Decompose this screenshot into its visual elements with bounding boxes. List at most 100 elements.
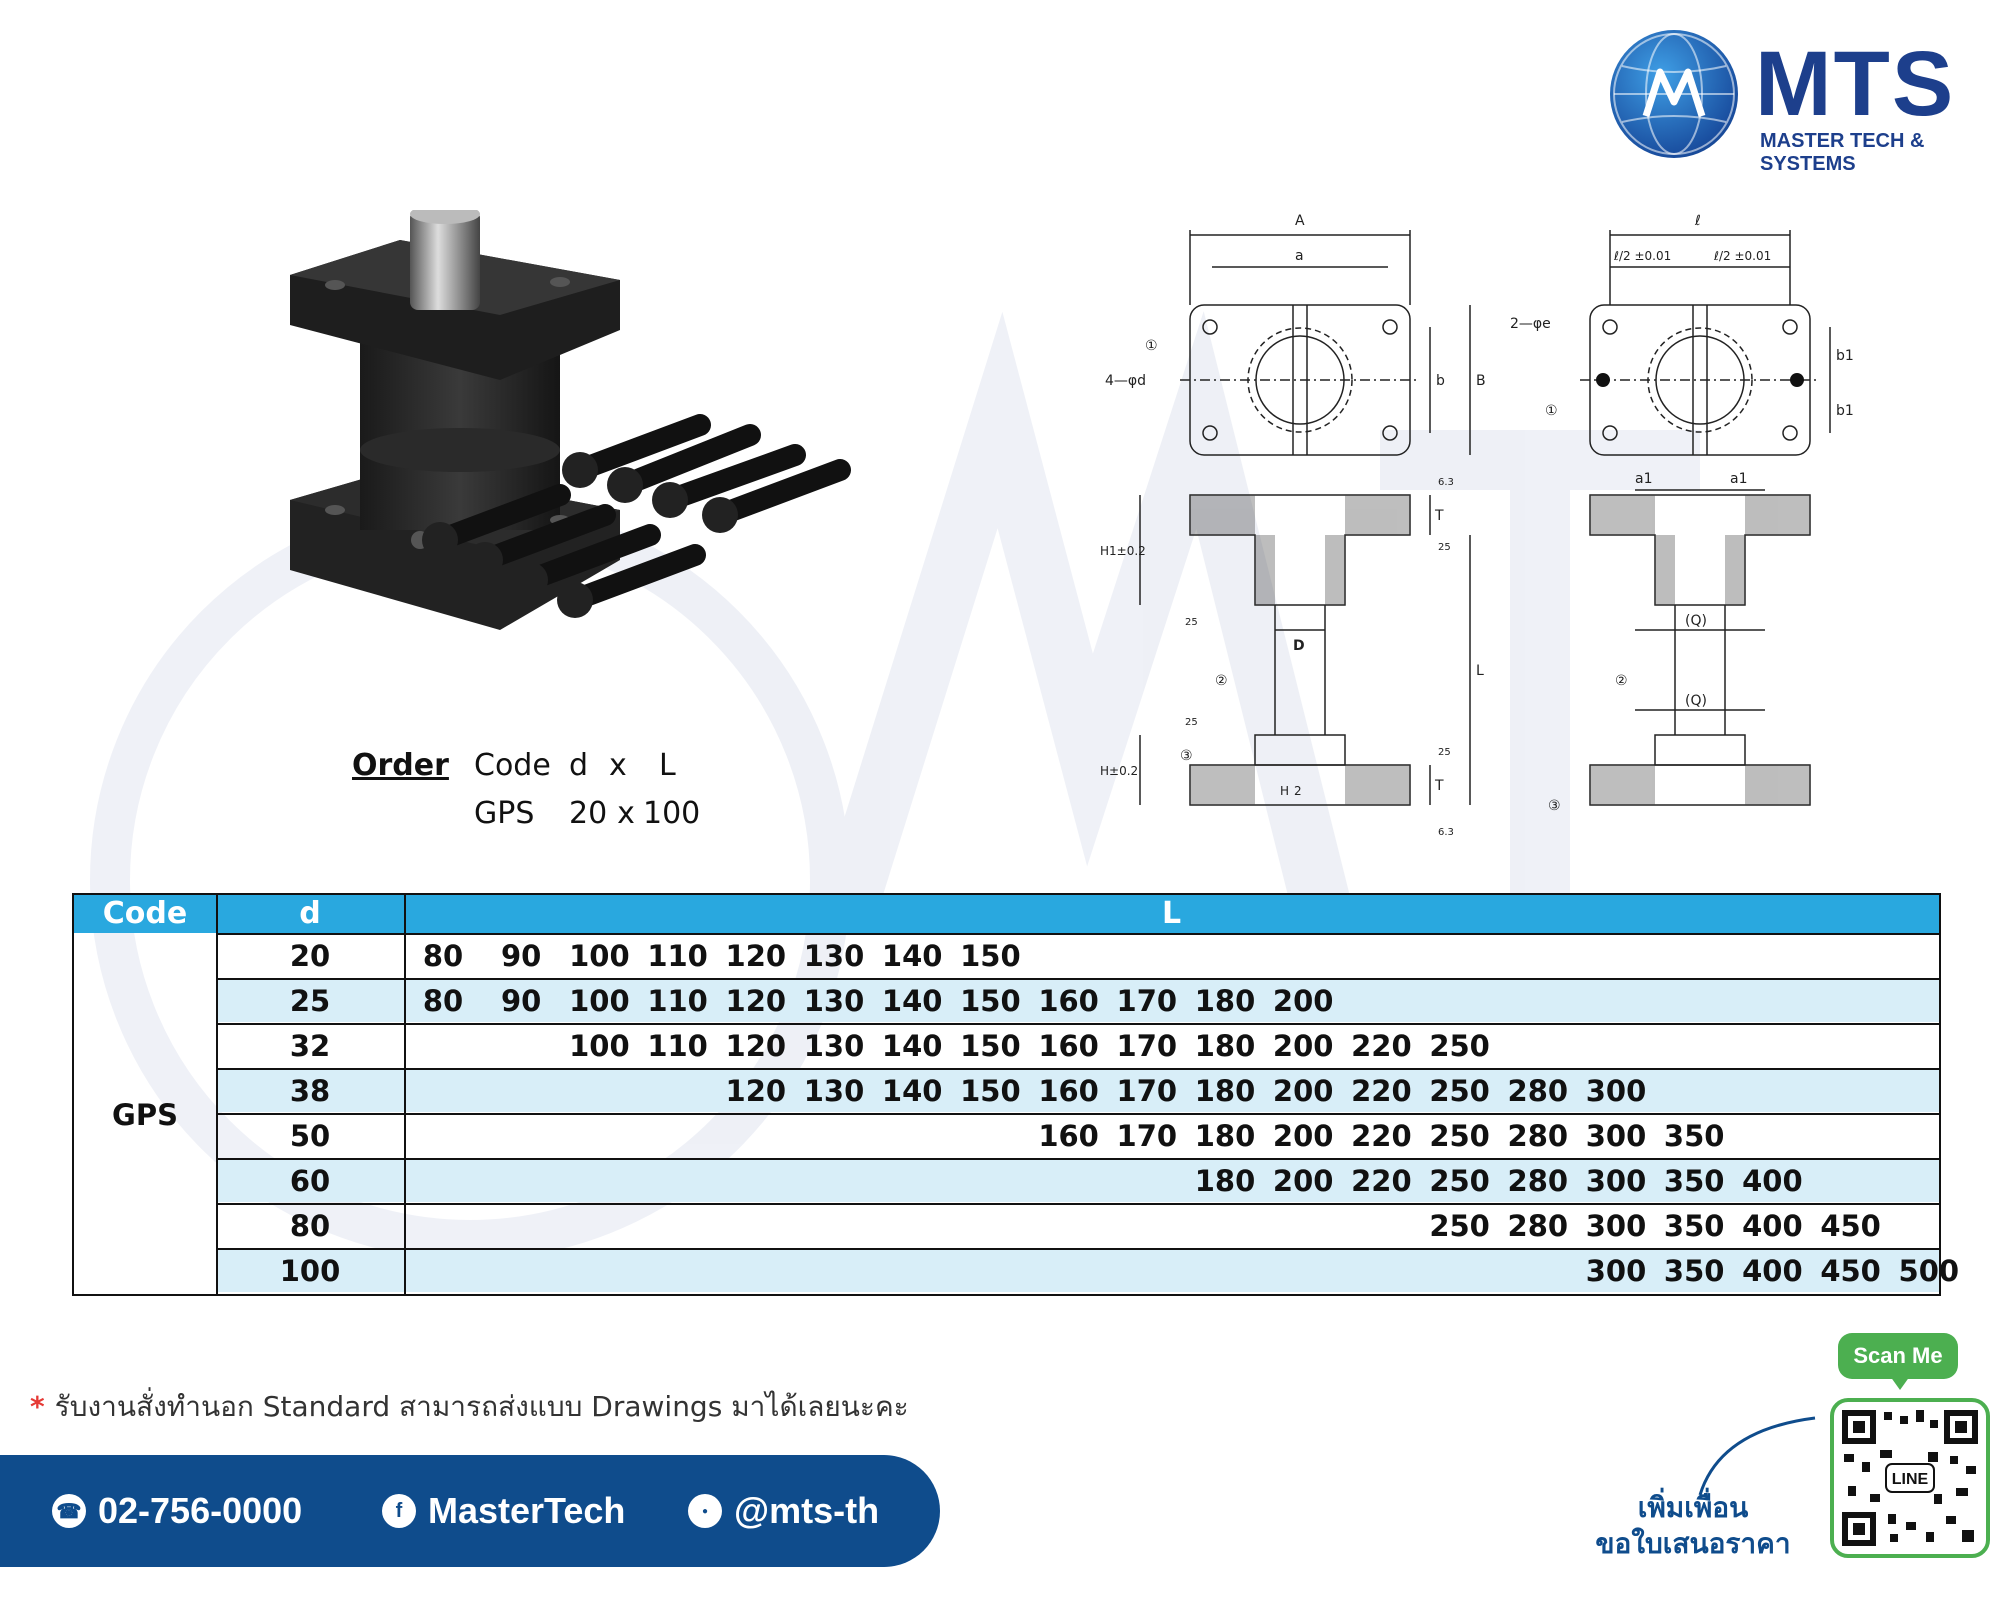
l-value: 250 bbox=[1429, 1029, 1490, 1063]
l-value: 280 bbox=[1507, 1209, 1569, 1243]
order-example-d: 20 bbox=[569, 796, 608, 831]
phone-contact[interactable]: ☎ 02-756-0000 bbox=[52, 1455, 302, 1567]
l-value: 170 bbox=[1116, 1074, 1178, 1108]
qr-caption-line2: ขอใบเสนอราคา bbox=[1595, 1527, 1791, 1560]
dim-T-top: T bbox=[1434, 508, 1444, 524]
l-value: 130 bbox=[803, 1029, 865, 1063]
header-l: L bbox=[1161, 896, 1182, 931]
l-value: 90 bbox=[501, 984, 542, 1018]
l-value: 150 bbox=[960, 984, 1021, 1018]
rough-63-top: 6.3 bbox=[1438, 477, 1454, 488]
globe-logo-icon bbox=[1610, 30, 1738, 158]
l-value: 200 bbox=[1272, 1074, 1334, 1108]
l-value: 150 bbox=[960, 1074, 1021, 1108]
line-id: @mts-th bbox=[734, 1490, 880, 1531]
brand-name: MTS bbox=[1755, 33, 1956, 135]
qr-caption: เพิ่มเพื่อน ขอใบเสนอราคา bbox=[1578, 1490, 1808, 1562]
l-value: 160 bbox=[1038, 1074, 1099, 1108]
scan-me-pointer bbox=[1890, 1376, 1910, 1390]
l-value: 220 bbox=[1351, 1119, 1412, 1153]
dim-ell: ℓ bbox=[1694, 213, 1701, 229]
callout-3-left: ③ bbox=[1180, 748, 1193, 764]
callout-3-right: ③ bbox=[1548, 798, 1561, 814]
l-value: 180 bbox=[1194, 1164, 1256, 1198]
l-value: 100 bbox=[569, 939, 630, 973]
table-header: Code d L bbox=[74, 895, 1939, 933]
l-value: 280 bbox=[1507, 1074, 1569, 1108]
l-value: 80 bbox=[422, 939, 464, 973]
dim-h: H bbox=[1280, 784, 1289, 798]
l-value: 180 bbox=[1194, 1029, 1256, 1063]
d-value: 100 bbox=[279, 1254, 341, 1288]
dim-A: A bbox=[1295, 213, 1305, 229]
l-value: 160 bbox=[1038, 1029, 1099, 1063]
l-value: 170 bbox=[1116, 984, 1178, 1018]
table-divider bbox=[216, 895, 218, 1294]
l-value: 300 bbox=[1585, 1119, 1647, 1153]
l-value: 140 bbox=[881, 1029, 943, 1063]
order-example-code: GPS bbox=[474, 796, 535, 831]
l-value: 220 bbox=[1351, 1074, 1412, 1108]
d-value: 50 bbox=[289, 1119, 331, 1153]
dim-2-phi-e: 2—φe bbox=[1510, 316, 1551, 332]
l-value: 150 bbox=[960, 939, 1021, 973]
l-value: 350 bbox=[1663, 1164, 1725, 1198]
d-value: 20 bbox=[289, 939, 331, 973]
l-value: 160 bbox=[1038, 1119, 1099, 1153]
facebook-contact[interactable]: f MasterTech bbox=[382, 1455, 625, 1567]
l-value: 250 bbox=[1429, 1209, 1490, 1243]
l-value: 100 bbox=[569, 1029, 630, 1063]
callout-1-left: ① bbox=[1145, 338, 1158, 354]
dim-2: 2 bbox=[1294, 784, 1302, 798]
phone-icon: ☎ bbox=[52, 1494, 86, 1528]
l-value: 350 bbox=[1663, 1119, 1725, 1153]
dim-D: D bbox=[1293, 638, 1305, 654]
l-value: 250 bbox=[1429, 1119, 1490, 1153]
callout-2-left: ② bbox=[1215, 673, 1228, 689]
dim-T-bottom: T bbox=[1434, 778, 1444, 794]
dim-half-left: ℓ/2 ±0.01 bbox=[1613, 249, 1671, 263]
order-col-d: d bbox=[569, 748, 589, 783]
l-value: 130 bbox=[803, 939, 865, 973]
order-header-row: Order Code d x L bbox=[352, 748, 713, 796]
technical-drawing: A a ℓ ℓ/2 ±0.01 ℓ/2 ±0.01 2—φe 4—φd b B … bbox=[1100, 213, 1854, 838]
code-cell: GPS bbox=[112, 1097, 178, 1132]
order-col-code: Code bbox=[474, 748, 551, 783]
d-value: 25 bbox=[289, 984, 331, 1018]
l-value: 90 bbox=[501, 939, 542, 973]
callout-1-right: ① bbox=[1545, 403, 1558, 419]
l-value: 130 bbox=[803, 1074, 865, 1108]
l-value: 200 bbox=[1272, 1164, 1334, 1198]
d-value: 60 bbox=[289, 1164, 331, 1198]
l-value: 250 bbox=[1429, 1074, 1490, 1108]
rough-25-d: 25 bbox=[1438, 747, 1451, 758]
l-value: 500 bbox=[1898, 1254, 1960, 1288]
dim-b1-top: b1 bbox=[1836, 348, 1854, 364]
l-value: 80 bbox=[422, 984, 464, 1018]
product-photo bbox=[290, 210, 851, 630]
line-icon: ● bbox=[688, 1494, 722, 1528]
l-value: 160 bbox=[1038, 984, 1099, 1018]
l-value: 350 bbox=[1663, 1254, 1725, 1288]
phone-number: 02-756-0000 bbox=[98, 1490, 303, 1531]
dim-a1-right: a1 bbox=[1730, 471, 1748, 487]
arrow-to-qr-icon bbox=[1698, 1416, 1816, 1496]
l-value: 120 bbox=[725, 984, 787, 1018]
dim-half-right: ℓ/2 ±0.01 bbox=[1713, 249, 1771, 263]
l-value: 180 bbox=[1194, 1119, 1256, 1153]
line-contact[interactable]: ● @mts-th bbox=[688, 1455, 879, 1567]
l-value: 450 bbox=[1820, 1209, 1881, 1243]
rough-25-a: 25 bbox=[1438, 542, 1451, 553]
rough-63-bottom: 6.3 bbox=[1438, 827, 1454, 838]
line-qr-code[interactable]: LINE bbox=[1830, 1398, 1990, 1558]
dim-Q-bottom: (Q) bbox=[1685, 693, 1707, 709]
asterisk-icon: * bbox=[30, 1390, 45, 1423]
note-text: รับงานสั่งทำนอก Standard สามารถส่งแบบ Dr… bbox=[54, 1390, 909, 1423]
